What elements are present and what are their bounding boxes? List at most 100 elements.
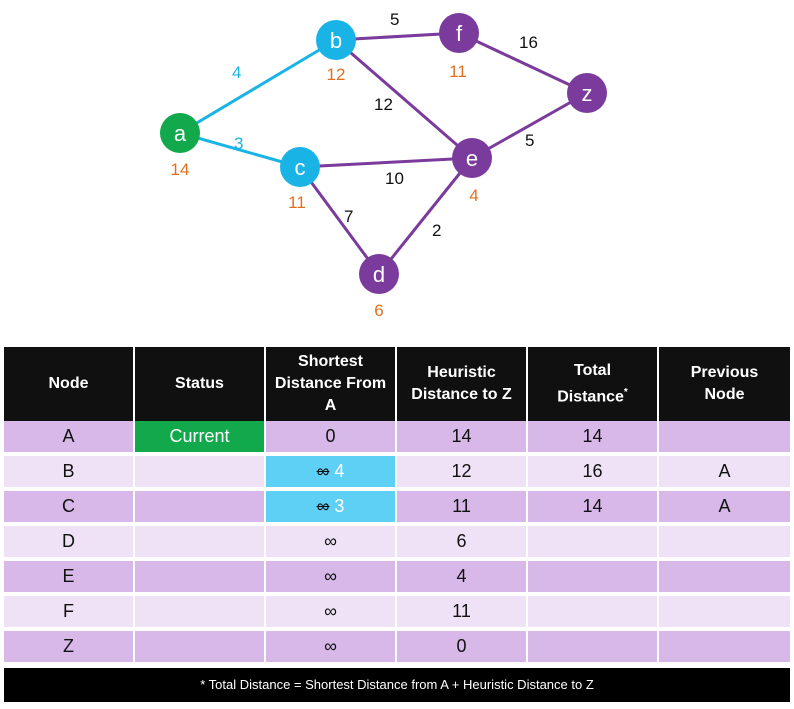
edge-e-z xyxy=(471,91,588,160)
header-heuristic-distance: Heuristic Distance to Z xyxy=(397,347,528,421)
cell-heuristic: 14 xyxy=(397,421,528,452)
header-status: Status xyxy=(135,347,266,421)
astar-table: Node Status Shortest Distance From A Heu… xyxy=(4,347,790,662)
edge-c-e xyxy=(299,156,473,169)
cell-heuristic: 4 xyxy=(397,557,528,592)
cell-status xyxy=(135,592,266,627)
cell-node: E xyxy=(4,557,135,592)
cell-previous-node xyxy=(659,421,790,452)
cell-total-distance: 14 xyxy=(528,421,659,452)
cell-shortest-distance: ∞ 3 xyxy=(266,487,397,522)
edge-weight-f-z: 16 xyxy=(519,33,538,52)
node-z-label: z xyxy=(582,81,593,106)
edge-weight-b-f: 5 xyxy=(390,10,399,29)
heuristic-b: 12 xyxy=(327,65,346,84)
table-row-d: D ∞ 6 xyxy=(4,522,790,557)
cell-shortest-distance: ∞ xyxy=(266,522,397,557)
edge-weights: 4 3 5 12 16 5 10 7 2 xyxy=(232,10,538,240)
heuristic-f: 11 xyxy=(449,62,467,81)
node-b-label: b xyxy=(330,28,342,53)
cell-node: Z xyxy=(4,627,135,662)
edge-f-z xyxy=(458,31,588,95)
cell-heuristic: 0 xyxy=(397,627,528,662)
cell-heuristic: 6 xyxy=(397,522,528,557)
new-distance: 3 xyxy=(334,496,345,516)
cell-node: C xyxy=(4,487,135,522)
status-badge-current: Current xyxy=(135,421,266,452)
table-footnote: * Total Distance = Shortest Distance fro… xyxy=(4,668,790,702)
edge-e-d xyxy=(377,157,474,275)
node-e-label: e xyxy=(466,146,478,171)
cell-total-distance xyxy=(528,592,659,627)
cell-previous-node xyxy=(659,627,790,662)
cell-node: D xyxy=(4,522,135,557)
cell-node: A xyxy=(4,421,135,452)
cell-previous-node: A xyxy=(659,452,790,487)
table-row-b: B ∞ 4 12 16 A xyxy=(4,452,790,487)
cell-total-distance xyxy=(528,522,659,557)
new-distance: 4 xyxy=(334,461,345,481)
table-row-a: A Current 0 14 14 xyxy=(4,421,790,452)
cell-shortest-distance: ∞ xyxy=(266,557,397,592)
table-row-z: Z ∞ 0 xyxy=(4,627,790,662)
cell-shortest-distance: ∞ xyxy=(266,627,397,662)
cell-heuristic: 11 xyxy=(397,592,528,627)
heuristic-labels: 14 12 11 6 4 11 xyxy=(171,62,479,320)
graph-diagram: 4 3 5 12 16 5 10 7 2 a b c d e xyxy=(160,10,607,320)
old-distance: ∞ xyxy=(316,496,330,516)
heuristic-c: 11 xyxy=(288,193,306,212)
node-d-label: d xyxy=(373,262,385,287)
node-e: e xyxy=(452,138,492,178)
edge-weight-e-d: 2 xyxy=(432,221,441,240)
cell-shortest-distance: 0 xyxy=(266,421,397,452)
node-a: a xyxy=(160,113,200,153)
edge-b-f xyxy=(335,31,460,42)
cell-status xyxy=(135,487,266,522)
edge-weight-b-e: 12 xyxy=(374,95,393,114)
header-shortest-distance: Shortest Distance From A xyxy=(266,347,397,421)
header-previous-node: Previous Node xyxy=(659,347,790,421)
node-a-label: a xyxy=(174,121,187,146)
heuristic-a: 14 xyxy=(171,160,190,179)
cell-status xyxy=(135,522,266,557)
table-header-row: Node Status Shortest Distance From A Heu… xyxy=(4,347,790,421)
cell-previous-node xyxy=(659,592,790,627)
node-c-label: c xyxy=(295,155,306,180)
cell-shortest-distance: ∞ xyxy=(266,592,397,627)
cell-shortest-distance: ∞ 4 xyxy=(266,452,397,487)
edge-a-b xyxy=(179,38,337,135)
graph-edges xyxy=(179,31,588,275)
header-node: Node xyxy=(4,347,135,421)
table-row-f: F ∞ 11 xyxy=(4,592,790,627)
edge-weight-a-b: 4 xyxy=(232,63,241,82)
cell-previous-node xyxy=(659,522,790,557)
edge-c-d xyxy=(298,166,381,275)
graph-nodes: a b c d e f z xyxy=(160,13,607,294)
cell-status xyxy=(135,627,266,662)
edge-weight-a-c: 3 xyxy=(234,134,243,153)
cell-status xyxy=(135,557,266,592)
cell-previous-node xyxy=(659,557,790,592)
cell-heuristic: 12 xyxy=(397,452,528,487)
cell-status xyxy=(135,452,266,487)
edge-weight-c-d: 7 xyxy=(344,207,353,226)
node-f-label: f xyxy=(456,21,463,46)
node-f: f xyxy=(439,13,479,53)
table-row-e: E ∞ 4 xyxy=(4,557,790,592)
cell-previous-node: A xyxy=(659,487,790,522)
header-total-distance: Total Distance* xyxy=(528,347,659,421)
cell-total-distance xyxy=(528,557,659,592)
cell-heuristic: 11 xyxy=(397,487,528,522)
heuristic-d: 6 xyxy=(374,301,383,320)
cell-total-distance xyxy=(528,627,659,662)
table-row-c: C ∞ 3 11 14 A xyxy=(4,487,790,522)
edge-b-e xyxy=(335,38,473,160)
node-z: z xyxy=(567,73,607,113)
edge-weight-e-z: 5 xyxy=(525,131,534,150)
edge-a-c xyxy=(179,131,301,169)
old-distance: ∞ xyxy=(316,461,330,481)
node-d: d xyxy=(359,254,399,294)
heuristic-e: 4 xyxy=(469,186,478,205)
node-c: c xyxy=(280,147,320,187)
cell-node: B xyxy=(4,452,135,487)
